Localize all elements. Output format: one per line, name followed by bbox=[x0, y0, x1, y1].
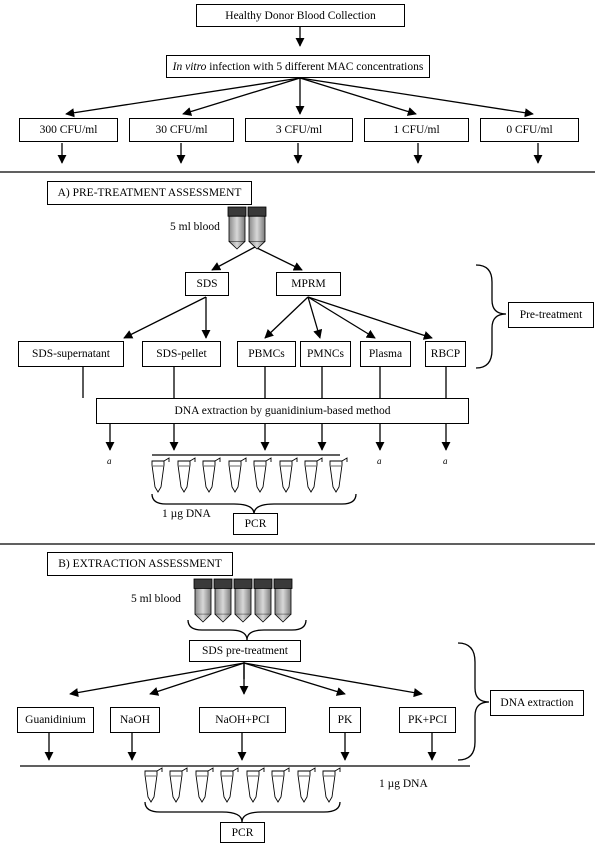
section-a-pcr-box: PCR bbox=[233, 513, 278, 535]
pretreatment-label-box: Pre-treatment bbox=[508, 302, 594, 328]
eppendorf-tube-icon-b1 bbox=[144, 767, 163, 803]
concentration-1-box: 1 CFU/ml bbox=[364, 118, 469, 142]
pk-box: PK bbox=[329, 707, 361, 733]
section-a-blood-label: 5 ml blood bbox=[170, 221, 220, 233]
eppendorf-tube-icon-a5 bbox=[253, 457, 272, 493]
naoh-pci-box: NaOH+PCI bbox=[199, 707, 286, 733]
eppendorf-tube-icon-b8 bbox=[322, 767, 341, 803]
blood-tube-icon-b2 bbox=[213, 578, 233, 623]
footnote-a-2: a bbox=[377, 456, 382, 466]
pk-pci-box: PK+PCI bbox=[399, 707, 456, 733]
section-b-blood-label: 5 ml blood bbox=[131, 593, 181, 605]
eppendorf-tube-icon-b7 bbox=[297, 767, 316, 803]
section-b-dna-amount: 1 µg DNA bbox=[379, 778, 428, 790]
eppendorf-tube-icon-a3 bbox=[202, 457, 221, 493]
section-a-dna-amount: 1 µg DNA bbox=[162, 508, 211, 520]
rbcp-box: RBCP bbox=[425, 341, 466, 367]
sds-supernatant-box: SDS-supernatant bbox=[18, 341, 124, 367]
section-a-title: A) PRE-TREATMENT ASSESSMENT bbox=[47, 181, 252, 205]
eppendorf-tube-icon-a1 bbox=[151, 457, 170, 493]
infection-box: In vitro infection with 5 different MAC … bbox=[166, 55, 430, 78]
mprm-box: MPRM bbox=[276, 272, 341, 296]
eppendorf-tube-icon-a4 bbox=[228, 457, 247, 493]
concentration-30-box: 30 CFU/ml bbox=[129, 118, 234, 142]
eppendorf-tube-icon-a8 bbox=[329, 457, 348, 493]
sds-pretreatment-box: SDS pre-treatment bbox=[189, 640, 301, 662]
pbmcs-box: PBMCs bbox=[237, 341, 296, 367]
concentration-3-box: 3 CFU/ml bbox=[245, 118, 353, 142]
eppendorf-tube-icon-b5 bbox=[246, 767, 265, 803]
eppendorf-tube-icon-b3 bbox=[195, 767, 214, 803]
eppendorf-tube-icon-a6 bbox=[279, 457, 298, 493]
section-b-pcr-box: PCR bbox=[220, 822, 265, 843]
concentration-0-box: 0 CFU/ml bbox=[480, 118, 579, 142]
footnote-a-1: a bbox=[107, 456, 112, 466]
blood-tube-icon-a1 bbox=[227, 206, 247, 250]
blood-tube-icon-b1 bbox=[193, 578, 213, 623]
pmncs-box: PMNCs bbox=[300, 341, 351, 367]
eppendorf-tube-icon-a2 bbox=[177, 457, 196, 493]
blood-tube-icon-b3 bbox=[233, 578, 253, 623]
blood-tube-icon-a2 bbox=[247, 206, 267, 250]
section-b-title: B) EXTRACTION ASSESSMENT bbox=[47, 552, 233, 576]
donor-collection-box: Healthy Donor Blood Collection bbox=[196, 4, 405, 27]
dna-extraction-label-box: DNA extraction bbox=[490, 690, 584, 716]
footnote-a-3: a bbox=[443, 456, 448, 466]
blood-tube-icon-b4 bbox=[253, 578, 273, 623]
concentration-300-box: 300 CFU/ml bbox=[19, 118, 118, 142]
eppendorf-tube-icon-b6 bbox=[271, 767, 290, 803]
infection-text: In vitro infection with 5 different MAC … bbox=[172, 60, 424, 73]
eppendorf-tube-icon-b4 bbox=[220, 767, 239, 803]
plasma-box: Plasma bbox=[360, 341, 411, 367]
sds-box: SDS bbox=[185, 272, 229, 296]
sds-pellet-box: SDS-pellet bbox=[142, 341, 221, 367]
dna-extraction-guanidinium-box: DNA extraction by guanidinium-based meth… bbox=[96, 398, 469, 424]
guanidinium-box: Guanidinium bbox=[17, 707, 94, 733]
eppendorf-tube-icon-a7 bbox=[304, 457, 323, 493]
eppendorf-tube-icon-b2 bbox=[169, 767, 188, 803]
naoh-box: NaOH bbox=[110, 707, 160, 733]
blood-tube-icon-b5 bbox=[273, 578, 293, 623]
tubes-layer bbox=[144, 206, 348, 803]
